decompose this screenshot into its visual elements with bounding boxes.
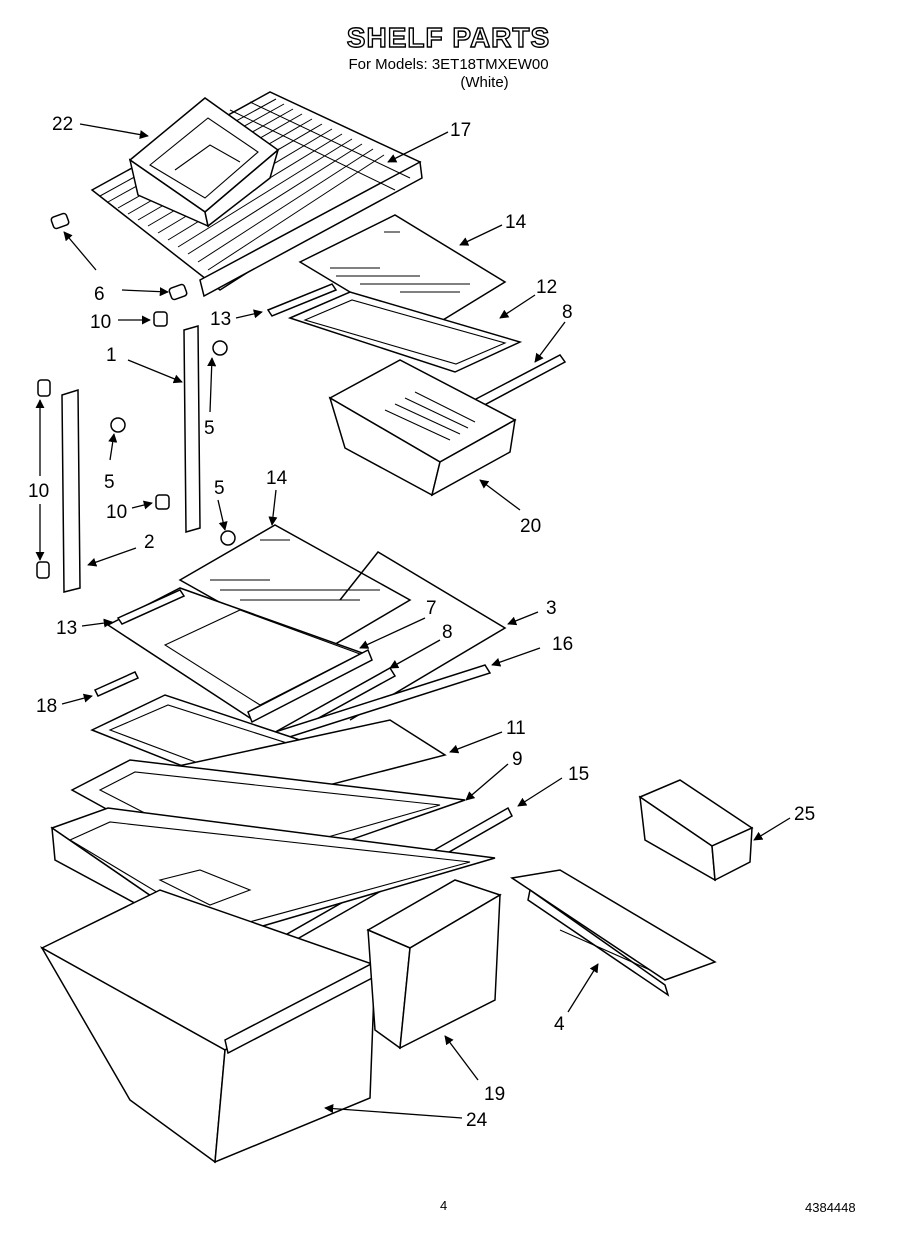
callout-3: 3 [546,598,557,619]
callout-13-top: 13 [210,309,231,330]
callout-8-lower: 8 [442,622,453,643]
callout-13-lower: 13 [56,618,77,639]
callout-10-left: 10 [28,481,49,502]
part-frame-12 [287,291,523,373]
part-shelf-frame-7 [106,587,373,724]
callout-6: 6 [94,284,105,305]
callout-1: 1 [106,345,117,366]
part-drawer-20 [328,359,517,497]
callout-16: 16 [552,634,573,655]
page-title: SHELF PARTS [346,21,551,53]
callout-18: 18 [36,696,57,717]
callout-10-lower: 10 [106,502,127,523]
callout-5-lower: 5 [214,478,225,499]
part-rail-2 [61,388,81,593]
callout-14-lower: 14 [266,468,288,489]
callout-labels: 22 17 14 6 13 12 8 10 1 5 5 10 10 5 20 1… [28,114,815,1131]
callout-20: 20 [520,516,541,537]
callout-11: 11 [506,718,526,739]
part-drawer-24 [39,889,379,1164]
document-number: 4384448 [805,1200,856,1215]
part-drawer-19 [366,879,502,1050]
callout-2: 2 [144,532,155,553]
part-utility-bin [128,97,280,228]
callout-9: 9 [512,749,523,770]
callout-22: 22 [52,114,73,135]
header: SHELF PARTS For Models: 3ET18TMXEW00 (Wh… [0,21,897,92]
part-rail-13-top [266,283,338,317]
page-number: 4 [440,1198,448,1213]
callout-17: 17 [450,120,471,141]
part-end-caps [36,311,170,579]
callout-7: 7 [426,598,437,619]
part-bracket-4 [510,869,717,997]
part-rail-18 [93,671,140,697]
leader-lines [35,123,791,1119]
callout-5-upper: 5 [204,418,215,439]
part-shelf-3 [339,551,507,721]
part-screws [110,340,236,546]
part-rail-13-lower [116,589,186,625]
callout-10-top: 10 [90,312,111,333]
callout-4: 4 [554,1014,565,1035]
part-shelf-pins [50,212,188,301]
callout-8-top: 8 [562,302,573,323]
callout-19: 19 [484,1084,505,1105]
color-variant: (White) [460,74,509,91]
part-rail-1 [183,325,201,533]
callout-12: 12 [536,277,557,298]
callout-24: 24 [466,1110,488,1131]
part-bin-25 [638,779,754,882]
model-line: For Models: 3ET18TMXEW00 [348,56,549,73]
callout-5-left: 5 [104,472,115,493]
callout-14-top: 14 [505,212,527,233]
callout-15: 15 [568,764,589,785]
callout-25: 25 [794,804,815,825]
